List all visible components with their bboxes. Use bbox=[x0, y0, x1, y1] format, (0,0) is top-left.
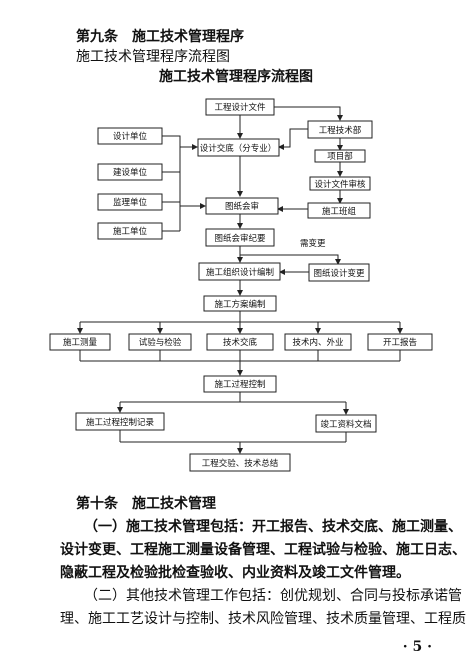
node-plan-compile: 施工方案编制 bbox=[203, 295, 277, 312]
node-survey: 施工测量 bbox=[49, 333, 111, 351]
node-tech-inside-outside: 技术内、外业 bbox=[284, 333, 352, 351]
svg-text:施工方案编制: 施工方案编制 bbox=[214, 299, 265, 310]
node-construction-team: 施工班组 bbox=[307, 202, 371, 219]
flowchart-connectors bbox=[77, 106, 403, 454]
svg-text:工程技术部: 工程技术部 bbox=[319, 125, 362, 136]
svg-text:竣工资料文档: 竣工资料文档 bbox=[320, 419, 371, 430]
node-handover-summary: 工程交验、技术总结 bbox=[189, 453, 291, 472]
change-label: 需变更 bbox=[300, 238, 326, 249]
svg-text:试验与检验: 试验与检验 bbox=[139, 337, 182, 348]
node-build-unit: 建设单位 bbox=[97, 163, 163, 181]
svg-text:设计交底（分专业）: 设计交底（分专业） bbox=[200, 143, 277, 154]
svg-text:图纸会审纪要: 图纸会审纪要 bbox=[214, 233, 266, 244]
node-org-design: 施工组织设计编制 bbox=[198, 262, 281, 281]
node-construction-unit: 施工单位 bbox=[97, 222, 163, 240]
node-project-dept: 项目部 bbox=[314, 149, 366, 163]
flowchart-title: 施工技术管理程序流程图 bbox=[159, 69, 313, 85]
page-number: · 5 · bbox=[402, 639, 432, 655]
svg-text:工程设计文件: 工程设计文件 bbox=[214, 102, 266, 113]
svg-text:施工单位: 施工单位 bbox=[113, 226, 148, 237]
node-design-unit: 设计单位 bbox=[97, 127, 163, 145]
svg-text:施工过程控制: 施工过程控制 bbox=[214, 379, 265, 390]
svg-text:工程交验、技术总结: 工程交验、技术总结 bbox=[202, 458, 279, 469]
svg-text:项目部: 项目部 bbox=[327, 151, 353, 162]
flowchart-subheading: 施工技术管理程序流程图 bbox=[76, 49, 230, 65]
node-test-inspect: 试验与检验 bbox=[128, 333, 192, 351]
article-9-heading: 第九条 施工技术管理程序 bbox=[76, 29, 244, 45]
paragraph-line-2: 设计变更、工程施工测量设备管理、工程试验与检验、施工日志、 bbox=[60, 542, 466, 558]
paragraph-line-5: 理、施工工艺设计与控制、技术风险管理、技术质量管理、工程质 bbox=[60, 611, 466, 627]
node-design-review: 设计文件审核 bbox=[309, 176, 371, 191]
node-completion-docs: 竣工资料文档 bbox=[315, 414, 377, 433]
node-start-report: 开工报告 bbox=[367, 333, 433, 351]
svg-text:施工过程控制记录: 施工过程控制记录 bbox=[86, 417, 155, 428]
node-design-disclosure: 设计交底（分专业） bbox=[197, 138, 280, 157]
node-supervision-unit: 监理单位 bbox=[97, 193, 163, 211]
svg-text:建设单位: 建设单位 bbox=[113, 167, 148, 178]
svg-text:施工测量: 施工测量 bbox=[63, 337, 98, 348]
node-tech-disclosure: 技术交底 bbox=[206, 333, 274, 351]
svg-text:图纸设计变更: 图纸设计变更 bbox=[313, 268, 365, 279]
node-review-minutes: 图纸会审纪要 bbox=[205, 228, 275, 247]
svg-text:技术交底: 技术交底 bbox=[223, 337, 258, 348]
svg-text:施工组织设计编制: 施工组织设计编制 bbox=[206, 267, 274, 278]
paragraph-line-1: （一）施工技术管理包括：开工报告、技术交底、施工测量、 bbox=[84, 519, 462, 535]
svg-text:图纸会审: 图纸会审 bbox=[225, 201, 259, 212]
article-10-heading: 第十条 施工技术管理 bbox=[76, 496, 216, 512]
svg-text:施工班组: 施工班组 bbox=[322, 206, 357, 217]
node-eng-design: 工程设计文件 bbox=[205, 98, 275, 116]
svg-text:设计文件审核: 设计文件审核 bbox=[314, 179, 366, 190]
node-process-control: 施工过程控制 bbox=[203, 375, 277, 393]
svg-text:开工报告: 开工报告 bbox=[383, 337, 417, 348]
svg-text:设计单位: 设计单位 bbox=[113, 131, 148, 142]
node-drawing-change: 图纸设计变更 bbox=[308, 263, 370, 282]
node-eng-tech-dept: 工程技术部 bbox=[307, 120, 373, 139]
paragraph-line-3: 隐蔽工程及检验批检查验收、内业资料及竣工文件管理。 bbox=[60, 565, 410, 581]
svg-text:监理单位: 监理单位 bbox=[113, 197, 148, 208]
svg-text:技术内、外业: 技术内、外业 bbox=[292, 337, 343, 348]
node-drawing-review: 图纸会审 bbox=[205, 197, 279, 215]
paragraph-line-4: （二）其他技术管理工作包括：创优规划、合同与投标承诺管 bbox=[84, 588, 462, 604]
node-process-record: 施工过程控制记录 bbox=[75, 412, 165, 431]
